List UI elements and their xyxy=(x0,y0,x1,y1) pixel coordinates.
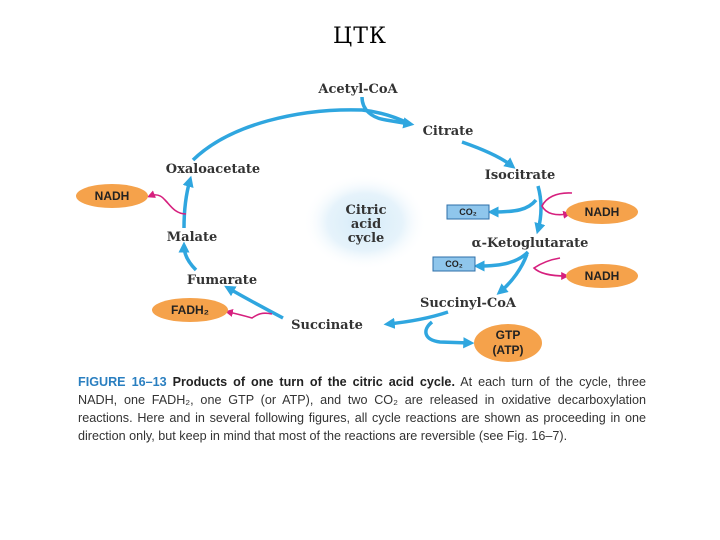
citric-acid-cycle-diagram: NADH NADH NADH FADH₂ GTP (ATP) CO₂ CO₂ A… xyxy=(76,82,638,362)
arrow-citrate-to-isocitrate xyxy=(461,140,516,169)
figure-label: FIGURE 16–13 xyxy=(78,375,167,389)
center-label-line-1: Citric xyxy=(346,203,387,218)
label-citrate: Citrate xyxy=(423,124,474,139)
gtp-badge-label: GTP xyxy=(496,328,521,342)
arrow-isocitrate-to-ketoglutarate xyxy=(534,185,546,235)
nadh-badge-isocitrate-label: NADH xyxy=(585,205,620,219)
figure-caption-title: Products of one turn of the citric acid … xyxy=(172,375,455,389)
arrow-gtp-formation xyxy=(424,320,475,349)
nadh-badge-isocitrate xyxy=(566,200,638,224)
nadh-badge-malate-label: NADH xyxy=(95,189,130,203)
figure-caption: FIGURE 16–13 Products of one turn of the … xyxy=(78,373,646,445)
arrow-fadh2-succinate xyxy=(224,309,273,319)
label-malate: Malate xyxy=(167,230,217,245)
gtp-badge xyxy=(474,324,542,362)
label-oxaloacetate: Oxaloacetate xyxy=(166,162,260,177)
co2-box-2 xyxy=(432,256,476,272)
arrow-nadh-malate xyxy=(147,190,187,215)
figure-caption-body: At each turn of the cycle, three NADH, o… xyxy=(78,375,646,443)
slide-title: ЦТК xyxy=(333,24,387,49)
atp-badge-label: (ATP) xyxy=(492,343,523,357)
arrow-succinate-to-fumarate xyxy=(224,285,284,320)
co2-box-2-label: CO₂ xyxy=(445,259,463,269)
arrow-ketoglutarate-to-succinyl-coa xyxy=(496,253,529,295)
label-fumarate: Fumarate xyxy=(187,273,257,288)
nadh-badge-malate xyxy=(76,184,148,208)
label-acetyl-coa: Acetyl-CoA xyxy=(317,82,398,97)
fadh2-badge-label: FADH₂ xyxy=(171,303,209,317)
arrow-succinyl-coa-to-succinate xyxy=(383,310,449,329)
arrow-co2-release-2 xyxy=(473,250,530,272)
arrow-co2-release-1 xyxy=(487,198,538,218)
co2-box-1-label: CO₂ xyxy=(459,207,477,217)
label-alpha-ketoglutarate: α-Ketoglutarate xyxy=(472,236,589,251)
co2-box-1 xyxy=(446,204,490,220)
arrow-fumarate-to-malate xyxy=(178,241,198,272)
arrow-nadh-isocitrate xyxy=(541,192,573,219)
arrow-nadh-ketoglutarate xyxy=(532,257,570,280)
center-label-line-3: cycle xyxy=(348,231,385,246)
label-succinate: Succinate xyxy=(291,318,363,333)
nadh-badge-ketoglutarate xyxy=(566,264,638,288)
arrow-oxaloacetate-to-citrate xyxy=(191,108,411,162)
center-label-line-2: acid xyxy=(351,217,381,232)
label-isocitrate: Isocitrate xyxy=(485,168,555,183)
nadh-badge-ketoglutarate-label: NADH xyxy=(585,269,620,283)
fadh2-badge xyxy=(152,298,228,322)
arrow-malate-to-oxaloacetate xyxy=(182,175,194,229)
center-glow xyxy=(303,174,427,270)
label-succinyl-coa: Succinyl-CoA xyxy=(420,296,517,311)
arrow-acetyl-coa-entry xyxy=(360,96,415,129)
